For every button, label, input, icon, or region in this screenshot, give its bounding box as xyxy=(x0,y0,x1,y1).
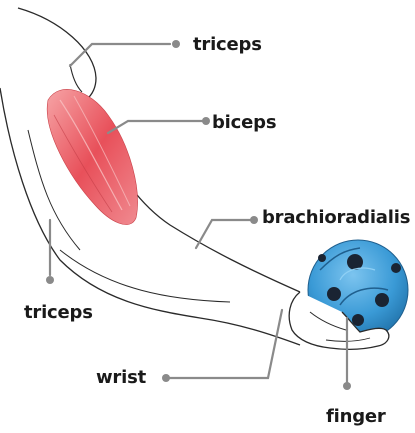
upper-arm-outline xyxy=(18,8,96,100)
forearm-bottom-outline xyxy=(60,250,230,302)
label-brachioradialis: brachioradialis xyxy=(262,209,410,227)
shoulder-outline xyxy=(70,64,82,92)
label-finger: finger xyxy=(326,408,386,426)
leader-biceps xyxy=(108,121,202,133)
biceps-muscle xyxy=(47,89,137,224)
leader-wrist xyxy=(170,310,282,378)
label-wrist: wrist xyxy=(96,369,146,387)
leader-brachioradialis xyxy=(196,220,250,248)
label-biceps: biceps xyxy=(212,114,276,132)
leader-triceps-top xyxy=(70,44,170,66)
label-triceps-top: triceps xyxy=(193,36,262,54)
label-triceps-left: triceps xyxy=(24,304,93,322)
